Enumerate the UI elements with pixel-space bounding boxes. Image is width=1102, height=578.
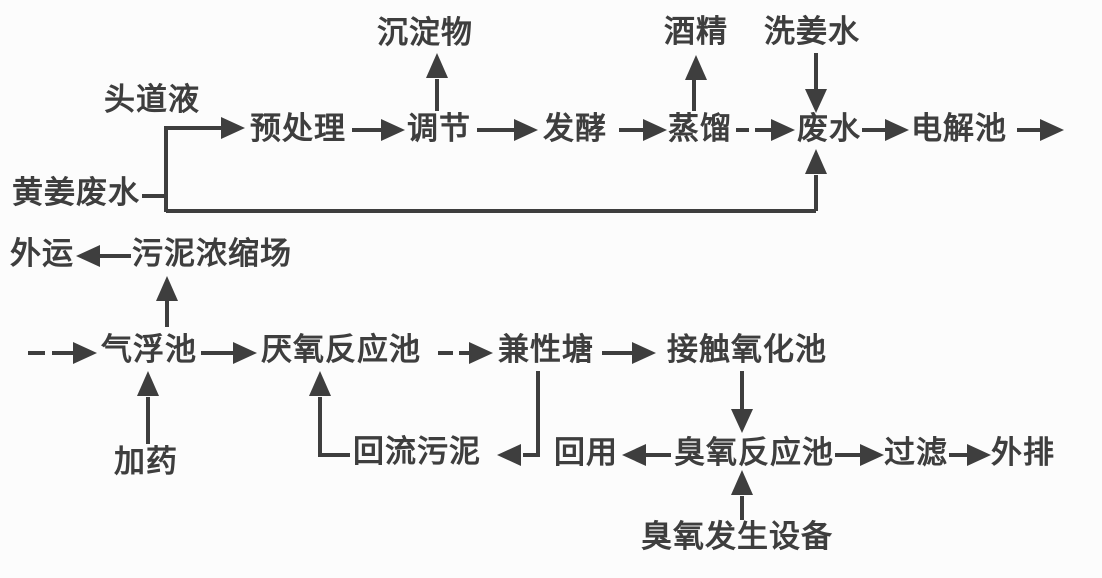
node-filtration: 过滤 bbox=[884, 435, 948, 470]
arrow-huangjiang-branch-to-pretreatment bbox=[142, 117, 245, 212]
arrow-facultative-to-returnsludge bbox=[497, 371, 540, 466]
arrow-distillation-to-wastewater bbox=[736, 119, 795, 141]
node-wastewater: 废水 bbox=[797, 111, 861, 146]
node-sludge-thickening-yard: 污泥浓缩场 bbox=[132, 236, 292, 271]
arrow-huangjiang-bottomline-to-wastewater bbox=[166, 149, 827, 213]
arrow-pretreatment-to-adjustment bbox=[352, 119, 405, 141]
arrow-electrolysis-out bbox=[1017, 119, 1064, 141]
node-electrolysis-cell: 电解池 bbox=[911, 111, 1007, 146]
arrow-fermentation-to-distillation bbox=[619, 119, 667, 141]
arrow-filtration-to-discharge bbox=[949, 444, 991, 466]
node-return-sludge: 回流污泥 bbox=[353, 434, 481, 469]
node-outward-transport: 外运 bbox=[10, 236, 74, 271]
arrow-airflotation-to-thickening bbox=[156, 276, 178, 327]
arrow-ozonetank-to-filtration bbox=[835, 444, 884, 466]
arrow-airflotation-to-anaerobic bbox=[201, 342, 257, 364]
arrow-distillation-to-alcohol bbox=[685, 55, 707, 111]
arrow-facultative-to-contactoxidation bbox=[602, 342, 656, 364]
node-dosing: 加药 bbox=[114, 444, 178, 479]
node-ginger-wash-water: 洗姜水 bbox=[764, 14, 860, 49]
stream-label-first-liquid: 头道液 bbox=[104, 82, 200, 117]
node-fermentation: 发酵 bbox=[543, 111, 607, 146]
arrow-adjustment-to-fermentation bbox=[477, 119, 538, 141]
arrow-in-to-airflotation bbox=[28, 342, 97, 364]
node-alcohol: 酒精 bbox=[664, 14, 728, 49]
node-sediment: 沉淀物 bbox=[377, 15, 473, 50]
node-yellow-ginger-wastewater: 黄姜废水 bbox=[12, 175, 140, 210]
arrow-dosing-to-airflotation bbox=[137, 371, 159, 444]
node-ozone-reaction-tank: 臭氧反应池 bbox=[674, 435, 834, 470]
arrow-anaerobic-to-facultative bbox=[438, 342, 493, 364]
arrow-adjustment-to-sediment bbox=[426, 53, 448, 111]
node-adjustment: 调节 bbox=[407, 111, 471, 146]
arrow-generator-to-ozonetank bbox=[731, 470, 753, 520]
arrow-contactoxidation-to-ozonetank bbox=[731, 371, 753, 433]
arrow-ozonetank-to-reuse bbox=[622, 444, 671, 466]
node-pretreatment: 预处理 bbox=[250, 111, 346, 146]
arrow-wastewater-to-electrolysis bbox=[862, 119, 909, 141]
node-discharge: 外排 bbox=[991, 435, 1055, 470]
node-air-flotation-tank: 气浮池 bbox=[101, 332, 197, 367]
node-ozone-generator: 臭氧发生设备 bbox=[641, 519, 833, 554]
arrow-returnsludge-to-anaerobic bbox=[309, 371, 350, 457]
arrow-gingerwash-to-wastewater bbox=[805, 53, 827, 113]
node-anaerobic-reaction-tank: 厌氧反应池 bbox=[261, 332, 421, 367]
node-contact-oxidation-tank: 接触氧化池 bbox=[667, 332, 827, 367]
node-reuse: 回用 bbox=[554, 435, 618, 470]
arrow-thickening-to-transport bbox=[76, 245, 131, 267]
node-distillation: 蒸馏 bbox=[668, 111, 732, 146]
node-facultative-pond: 兼性塘 bbox=[498, 332, 594, 367]
